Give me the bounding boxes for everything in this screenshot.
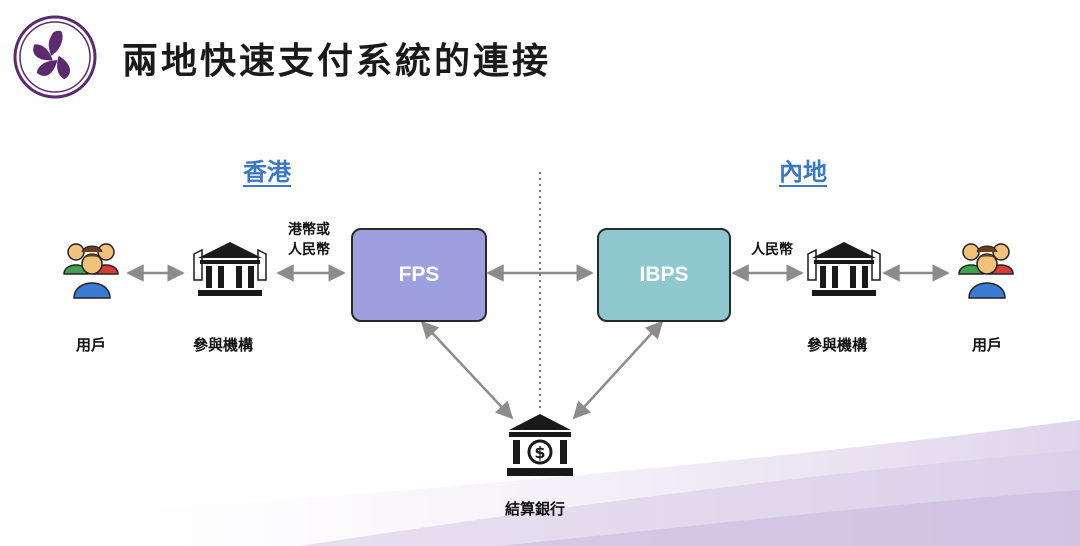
currency-label-right: 人民幣 (751, 242, 793, 258)
svg-text:$: $ (534, 443, 545, 462)
ibps-node: IBPS (597, 228, 731, 322)
fps-label: FPS (398, 263, 440, 286)
user-label-right: 用戶 (972, 336, 1003, 354)
participant-label-left: 參與機構 (193, 336, 254, 354)
participant-label-right: 參與機構 (807, 336, 868, 354)
region-label-hongkong: 香港 (243, 157, 291, 186)
currency-label-left-line1: 港幣或 (288, 222, 330, 238)
page-title: 兩地快速支付系統的連接 (122, 40, 552, 82)
bank-building-icon (193, 242, 267, 296)
arrow-fps-settlement (420, 320, 514, 420)
fps-node: FPS (351, 228, 487, 322)
currency-label-left-line2: 人民幣 (288, 242, 330, 258)
currency-label-left: 港幣或 人民幣 (281, 220, 337, 260)
ibps-label: IBPS (639, 263, 689, 286)
user-label-left: 用戶 (76, 336, 107, 354)
bauhinia-logo-icon (13, 15, 97, 99)
bank-building-icon (807, 242, 881, 296)
region-label-mainland: 內地 (779, 157, 827, 186)
users-group-icon (958, 243, 1014, 299)
users-group-icon (63, 243, 119, 299)
arrow-ibps-settlement (572, 320, 664, 420)
settlement-bank-label: 結算銀行 (505, 500, 566, 518)
settlement-bank-dollar-icon: $ (507, 414, 573, 476)
